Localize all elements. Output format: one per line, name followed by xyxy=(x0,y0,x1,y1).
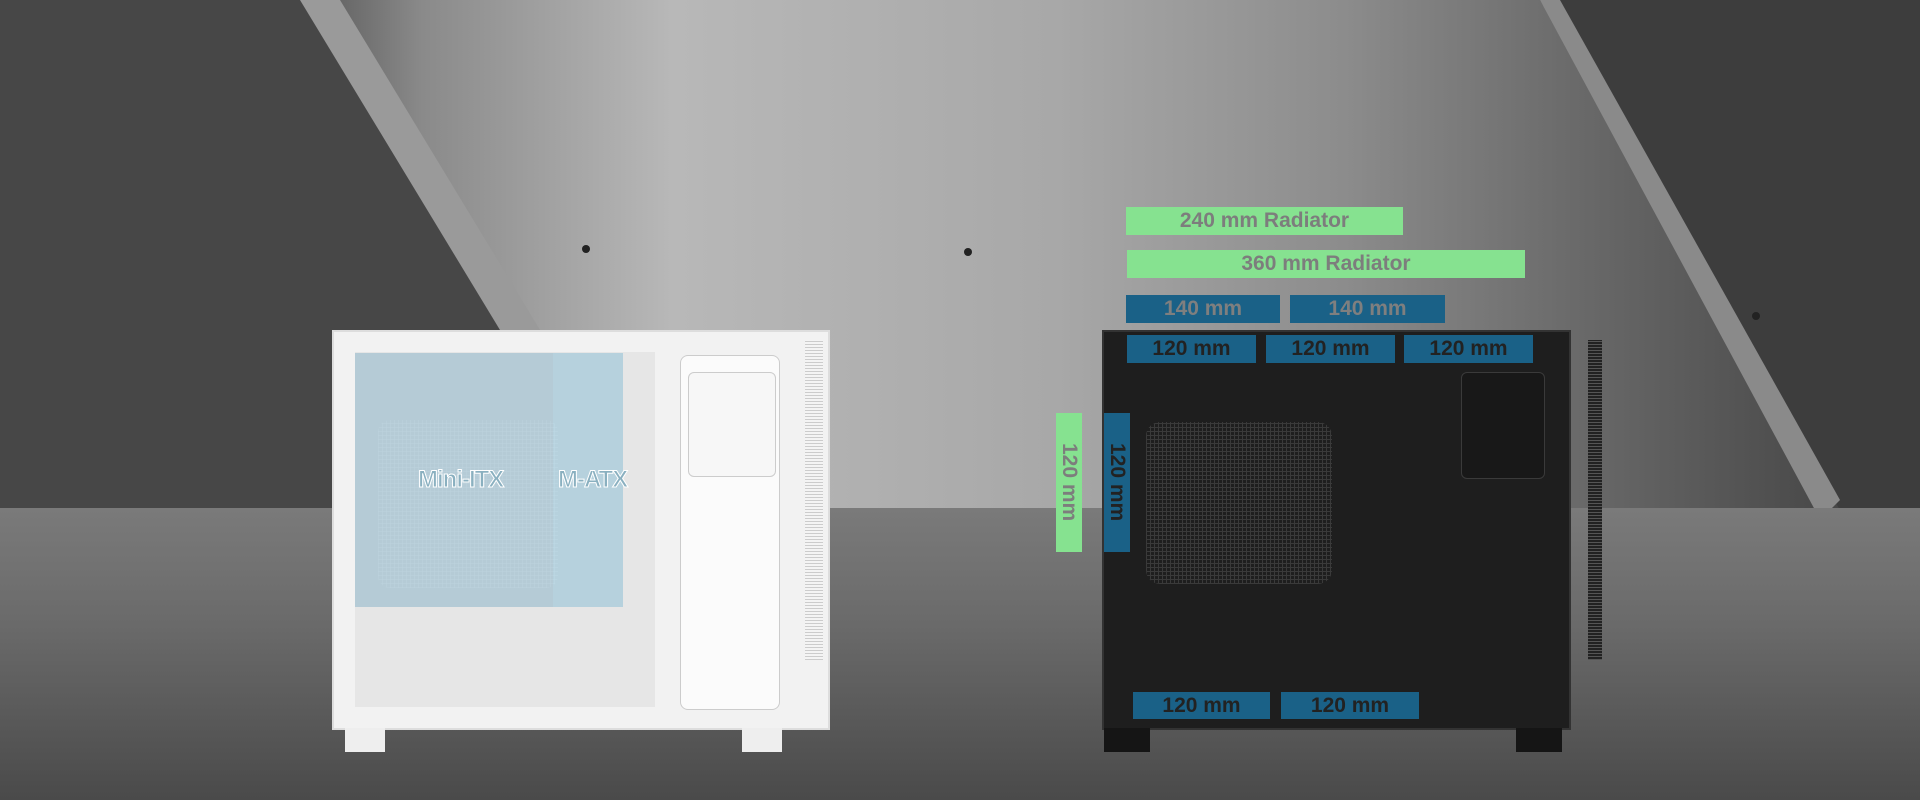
white-case-foot xyxy=(742,728,782,752)
black-case-foot xyxy=(1104,728,1150,752)
mini-itx-area xyxy=(355,353,553,607)
radiator-360-tag: 360 mm Radiator xyxy=(1127,250,1525,278)
wall-hole xyxy=(1752,312,1760,320)
white-case-foot xyxy=(345,728,385,752)
fan-120-top-tag: 120 mm xyxy=(1266,335,1395,363)
m-atx-area xyxy=(553,353,623,607)
fan-120-top-tag: 120 mm xyxy=(1127,335,1256,363)
fan-140-tag: 140 mm xyxy=(1126,295,1280,323)
mini-itx-label: Mini-ITX xyxy=(417,466,504,494)
black-case-mesh xyxy=(1146,422,1332,584)
wall-hole xyxy=(964,248,972,256)
concrete-floor xyxy=(0,508,1920,800)
white-case-mount-plate xyxy=(688,372,776,477)
m-atx-label: M-ATX xyxy=(557,466,628,494)
black-case-front-mesh xyxy=(1588,340,1602,660)
fan-140-tag: 140 mm xyxy=(1290,295,1445,323)
black-case-mount-plate xyxy=(1461,372,1545,479)
fan-120-top-tag: 120 mm xyxy=(1404,335,1533,363)
wall-hole xyxy=(582,245,590,253)
black-case-foot xyxy=(1516,728,1562,752)
rear-fan-120-tag: 120 mm xyxy=(1104,413,1130,552)
fan-120-bottom-tag: 120 mm xyxy=(1281,692,1419,719)
fan-120-bottom-tag: 120 mm xyxy=(1133,692,1270,719)
rear-radiator-120-tag: 120 mm xyxy=(1056,413,1082,552)
white-case-front-mesh xyxy=(805,340,823,660)
radiator-240-tag: 240 mm Radiator xyxy=(1126,207,1403,235)
